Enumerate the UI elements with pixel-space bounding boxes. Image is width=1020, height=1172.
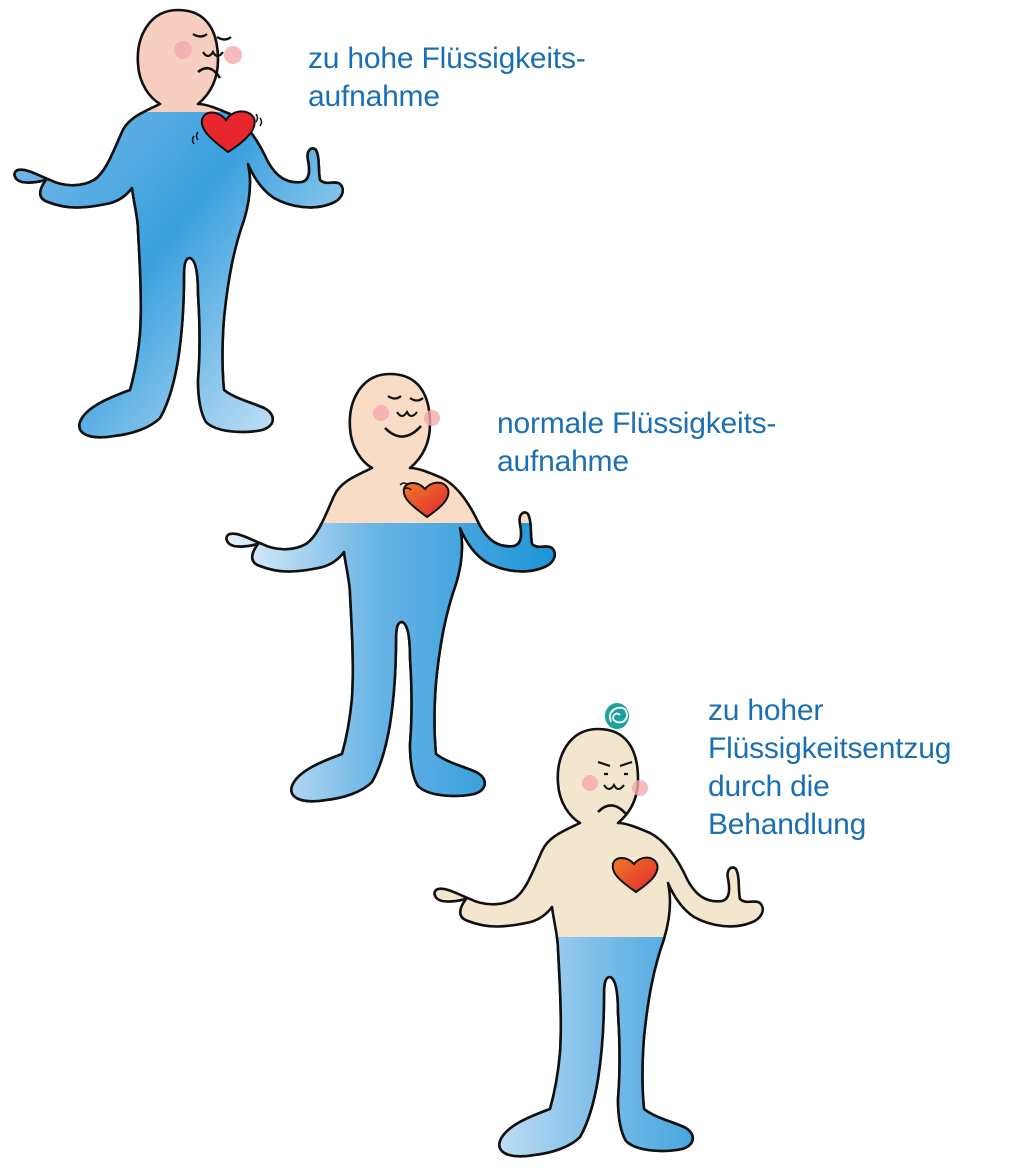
caption-too-much-fluid: zu hohe Flüssigkeits- aufnahme [308, 40, 586, 116]
caption-line: Behandlung [708, 806, 951, 844]
dizzy-swirl-icon [605, 703, 629, 729]
caption-line: Flüssigkeitsentzug [708, 730, 951, 768]
caption-normal-fluid: normale Flüssigkeits- aufnahme [497, 405, 776, 481]
caption-fluid-loss: zu hoher Flüssigkeitsentzug durch die Be… [708, 692, 951, 844]
caption-line: durch die [708, 768, 951, 806]
caption-line: zu hoher [708, 692, 951, 730]
caption-line: normale Flüssigkeits- [497, 405, 776, 443]
caption-line: aufnahme [497, 443, 776, 481]
caption-line: aufnahme [308, 78, 586, 116]
figure-too-much-fluid [15, 10, 343, 437]
caption-line: zu hohe Flüssigkeits- [308, 40, 586, 78]
